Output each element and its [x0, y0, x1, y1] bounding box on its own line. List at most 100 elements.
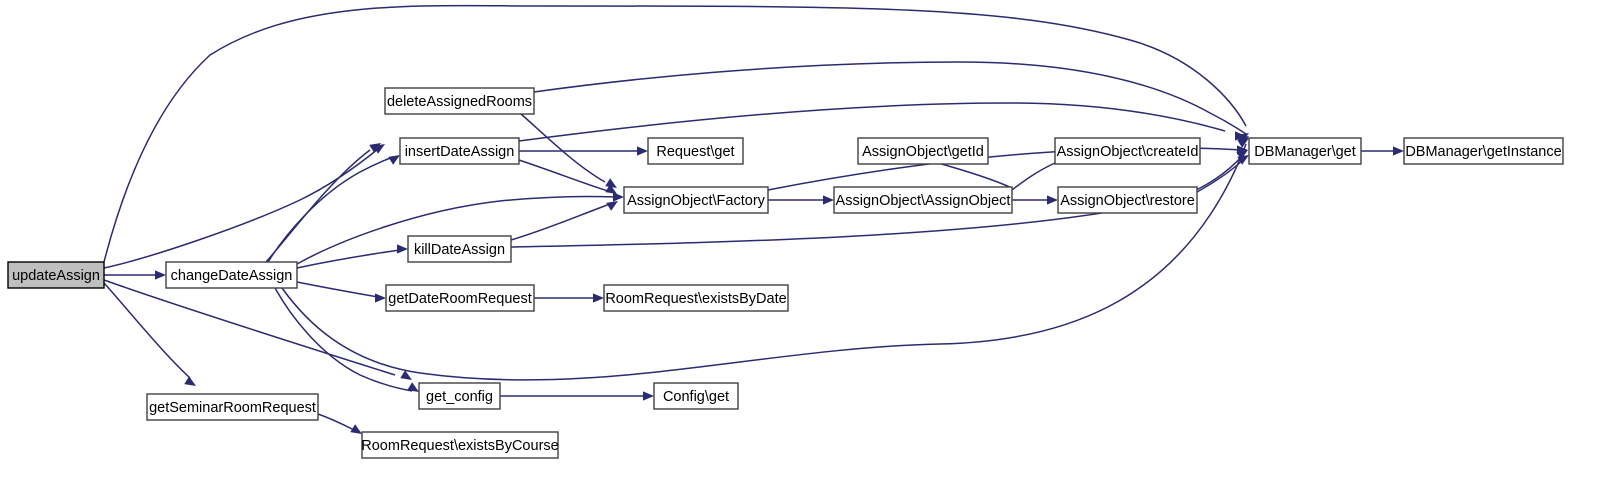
node-box[interactable]	[603, 284, 789, 312]
graph-node-insertdateassign[interactable]: insertDateAssign	[399, 137, 520, 165]
graph-node-assignobject-createid[interactable]: AssignObject\createId	[1054, 137, 1201, 165]
call-edge	[296, 192, 624, 265]
node-box[interactable]	[7, 261, 105, 289]
edge-line	[317, 413, 357, 432]
edge-arrowhead	[606, 201, 618, 211]
edge-arrowhead	[397, 244, 408, 254]
node-box[interactable]	[399, 137, 520, 165]
edge-arrowhead	[369, 143, 381, 153]
call-edge	[533, 61, 1249, 146]
call-edge	[519, 146, 648, 156]
call-edge	[510, 201, 618, 241]
call-edge	[1196, 155, 1249, 193]
graph-node-changedateassign[interactable]: changeDateAssign	[165, 261, 298, 289]
call-edge	[1361, 146, 1404, 156]
edge-line	[281, 143, 1247, 381]
edge-line	[1196, 159, 1244, 193]
node-box[interactable]	[385, 284, 535, 312]
graph-node-updateassign[interactable]: updateAssign	[7, 261, 105, 289]
node-box[interactable]	[165, 261, 298, 289]
call-edge	[267, 155, 400, 263]
node-box[interactable]	[647, 137, 744, 165]
edge-line	[510, 154, 1244, 248]
edge-arrowhead	[388, 155, 400, 165]
graph-node-assignobject-assignobject[interactable]: AssignObject\AssignObject	[833, 186, 1013, 214]
graph-node-roomrequest-existsbycourse[interactable]: RoomRequest\existsByCourse	[361, 431, 559, 459]
call-edge	[103, 282, 196, 386]
node-box[interactable]	[407, 235, 512, 263]
edge-arrowhead	[1235, 131, 1246, 141]
edge-line	[103, 282, 191, 379]
node-box[interactable]	[653, 382, 739, 410]
node-box[interactable]	[384, 87, 535, 115]
edge-line	[520, 113, 606, 183]
edge-line	[510, 203, 611, 241]
edge-arrowhead	[823, 195, 834, 205]
edge-line	[533, 61, 1247, 135]
graph-node-config-get[interactable]: Config\get	[653, 382, 739, 410]
edge-arrowhead	[155, 270, 166, 280]
edge-arrowhead	[613, 192, 624, 202]
graph-node-assignobject-factory[interactable]: AssignObject\Factory	[623, 186, 769, 214]
call-edge	[518, 159, 617, 194]
node-box[interactable]	[1403, 137, 1564, 165]
graph-node-request-get[interactable]: Request\get	[647, 137, 744, 165]
edge-arrowhead	[1237, 145, 1248, 155]
edge-arrowhead	[605, 184, 617, 194]
node-box[interactable]	[1248, 137, 1362, 165]
edge-line	[296, 249, 401, 269]
graph-node-killdateassign[interactable]: killDateAssign	[407, 235, 512, 263]
edge-arrowhead	[1393, 146, 1404, 156]
graph-node-dbmanager-getinstance[interactable]: DBManager\getInstance	[1403, 137, 1564, 165]
graph-node-assignobject-restore[interactable]: AssignObject\restore	[1057, 186, 1198, 214]
graph-node-roomrequest-existsbydate[interactable]: RoomRequest\existsByDate	[603, 284, 789, 312]
node-box[interactable]	[361, 431, 559, 459]
call-edge	[103, 144, 385, 269]
edge-arrowhead	[643, 391, 654, 401]
edge-arrowhead	[375, 293, 386, 303]
edge-line	[103, 279, 396, 376]
call-edge	[104, 270, 166, 280]
graph-node-getseminarroomrequest[interactable]: getSeminarRoomRequest	[146, 393, 319, 421]
edge-line	[274, 287, 413, 392]
call-edge	[500, 391, 654, 401]
call-edge	[103, 4, 1249, 263]
node-box[interactable]	[1057, 186, 1198, 214]
graph-node-dbmanager-get[interactable]: DBManager\get	[1248, 137, 1362, 165]
edge-line	[103, 148, 379, 269]
node-box[interactable]	[833, 186, 1013, 214]
edge-line	[103, 4, 1247, 263]
edge-line	[518, 102, 1226, 142]
call-edge	[274, 287, 419, 392]
call-edge	[518, 102, 1246, 142]
edge-arrowhead	[350, 424, 362, 434]
edge-arrowhead	[605, 178, 617, 188]
node-layer: updateAssign changeDateAssign getSeminarRo…	[7, 87, 1564, 459]
call-edge	[103, 279, 412, 380]
edge-line	[296, 195, 617, 265]
graph-node-assignobject-getid[interactable]: AssignObject\getId	[857, 137, 989, 165]
edge-layer	[103, 4, 1404, 434]
graph-node-getdateroomrequest[interactable]: getDateRoomRequest	[385, 284, 535, 312]
node-box[interactable]	[1054, 137, 1201, 165]
node-box[interactable]	[418, 382, 501, 410]
call-edge	[296, 244, 408, 269]
graph-node-get-config[interactable]: get_config	[418, 382, 501, 410]
graph-node-deleteassignedrooms[interactable]: deleteAssignedRooms	[384, 87, 535, 115]
call-edge	[317, 413, 362, 434]
call-edge	[265, 143, 381, 263]
call-edge	[520, 113, 617, 188]
edge-arrowhead	[400, 370, 412, 380]
edge-arrowhead	[1047, 195, 1058, 205]
node-box[interactable]	[857, 137, 989, 165]
edge-arrowhead	[637, 146, 648, 156]
edge-line	[267, 156, 394, 263]
node-box[interactable]	[623, 186, 769, 214]
call-edge	[1012, 195, 1058, 205]
node-box[interactable]	[146, 393, 319, 421]
edge-line	[296, 281, 379, 298]
call-edge	[768, 195, 834, 205]
edge-arrowhead	[407, 382, 419, 392]
edge-arrowhead	[593, 293, 604, 303]
